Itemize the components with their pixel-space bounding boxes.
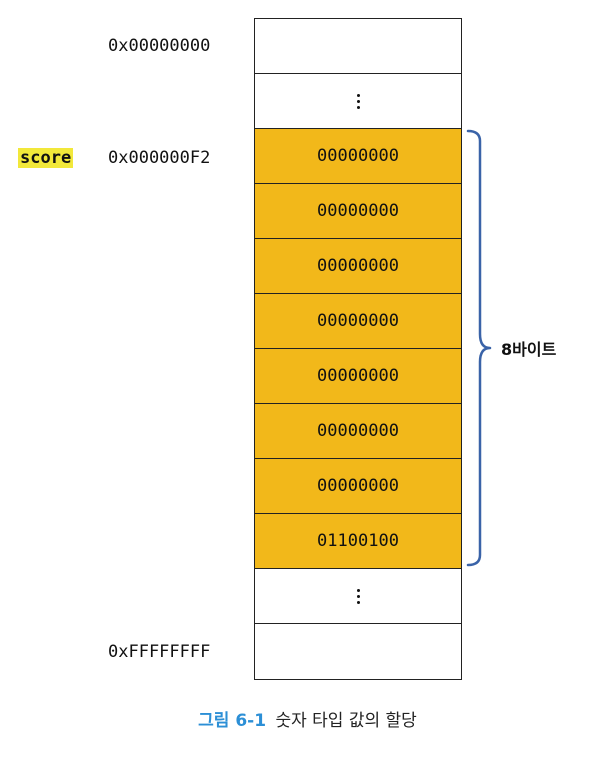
figure-number: 그림 6-1 [198,711,267,731]
memory-cell-bottom [255,624,461,679]
address-top: 0x00000000 [108,36,211,56]
memory-byte: 00000000 [255,294,461,349]
vertical-ellipsis-icon [356,93,360,109]
figure-caption: 그림 6-1 숫자 타입 값의 할당 [0,706,615,731]
byte-size-label: 8바이트 [501,340,557,359]
memory-byte: 01100100 [255,514,461,569]
address-score: 0x000000F2 [108,148,211,168]
memory-byte: 00000000 [255,184,461,239]
memory-byte: 00000000 [255,459,461,514]
memory-ellipsis-bottom [255,569,461,624]
memory-column: 00000000 00000000 00000000 00000000 0000… [254,18,462,680]
vertical-ellipsis-icon [356,588,360,604]
figure-caption-text: 숫자 타입 값의 할당 [275,711,417,731]
address-bottom: 0xFFFFFFFF [108,642,211,662]
memory-byte: 00000000 [255,349,461,404]
memory-byte: 00000000 [255,404,461,459]
memory-ellipsis-top [255,74,461,129]
memory-byte: 00000000 [255,239,461,294]
memory-byte: 00000000 [255,129,461,184]
memory-cell-top [255,19,461,74]
variable-label-score: score [18,148,74,168]
brace-icon [466,129,492,567]
